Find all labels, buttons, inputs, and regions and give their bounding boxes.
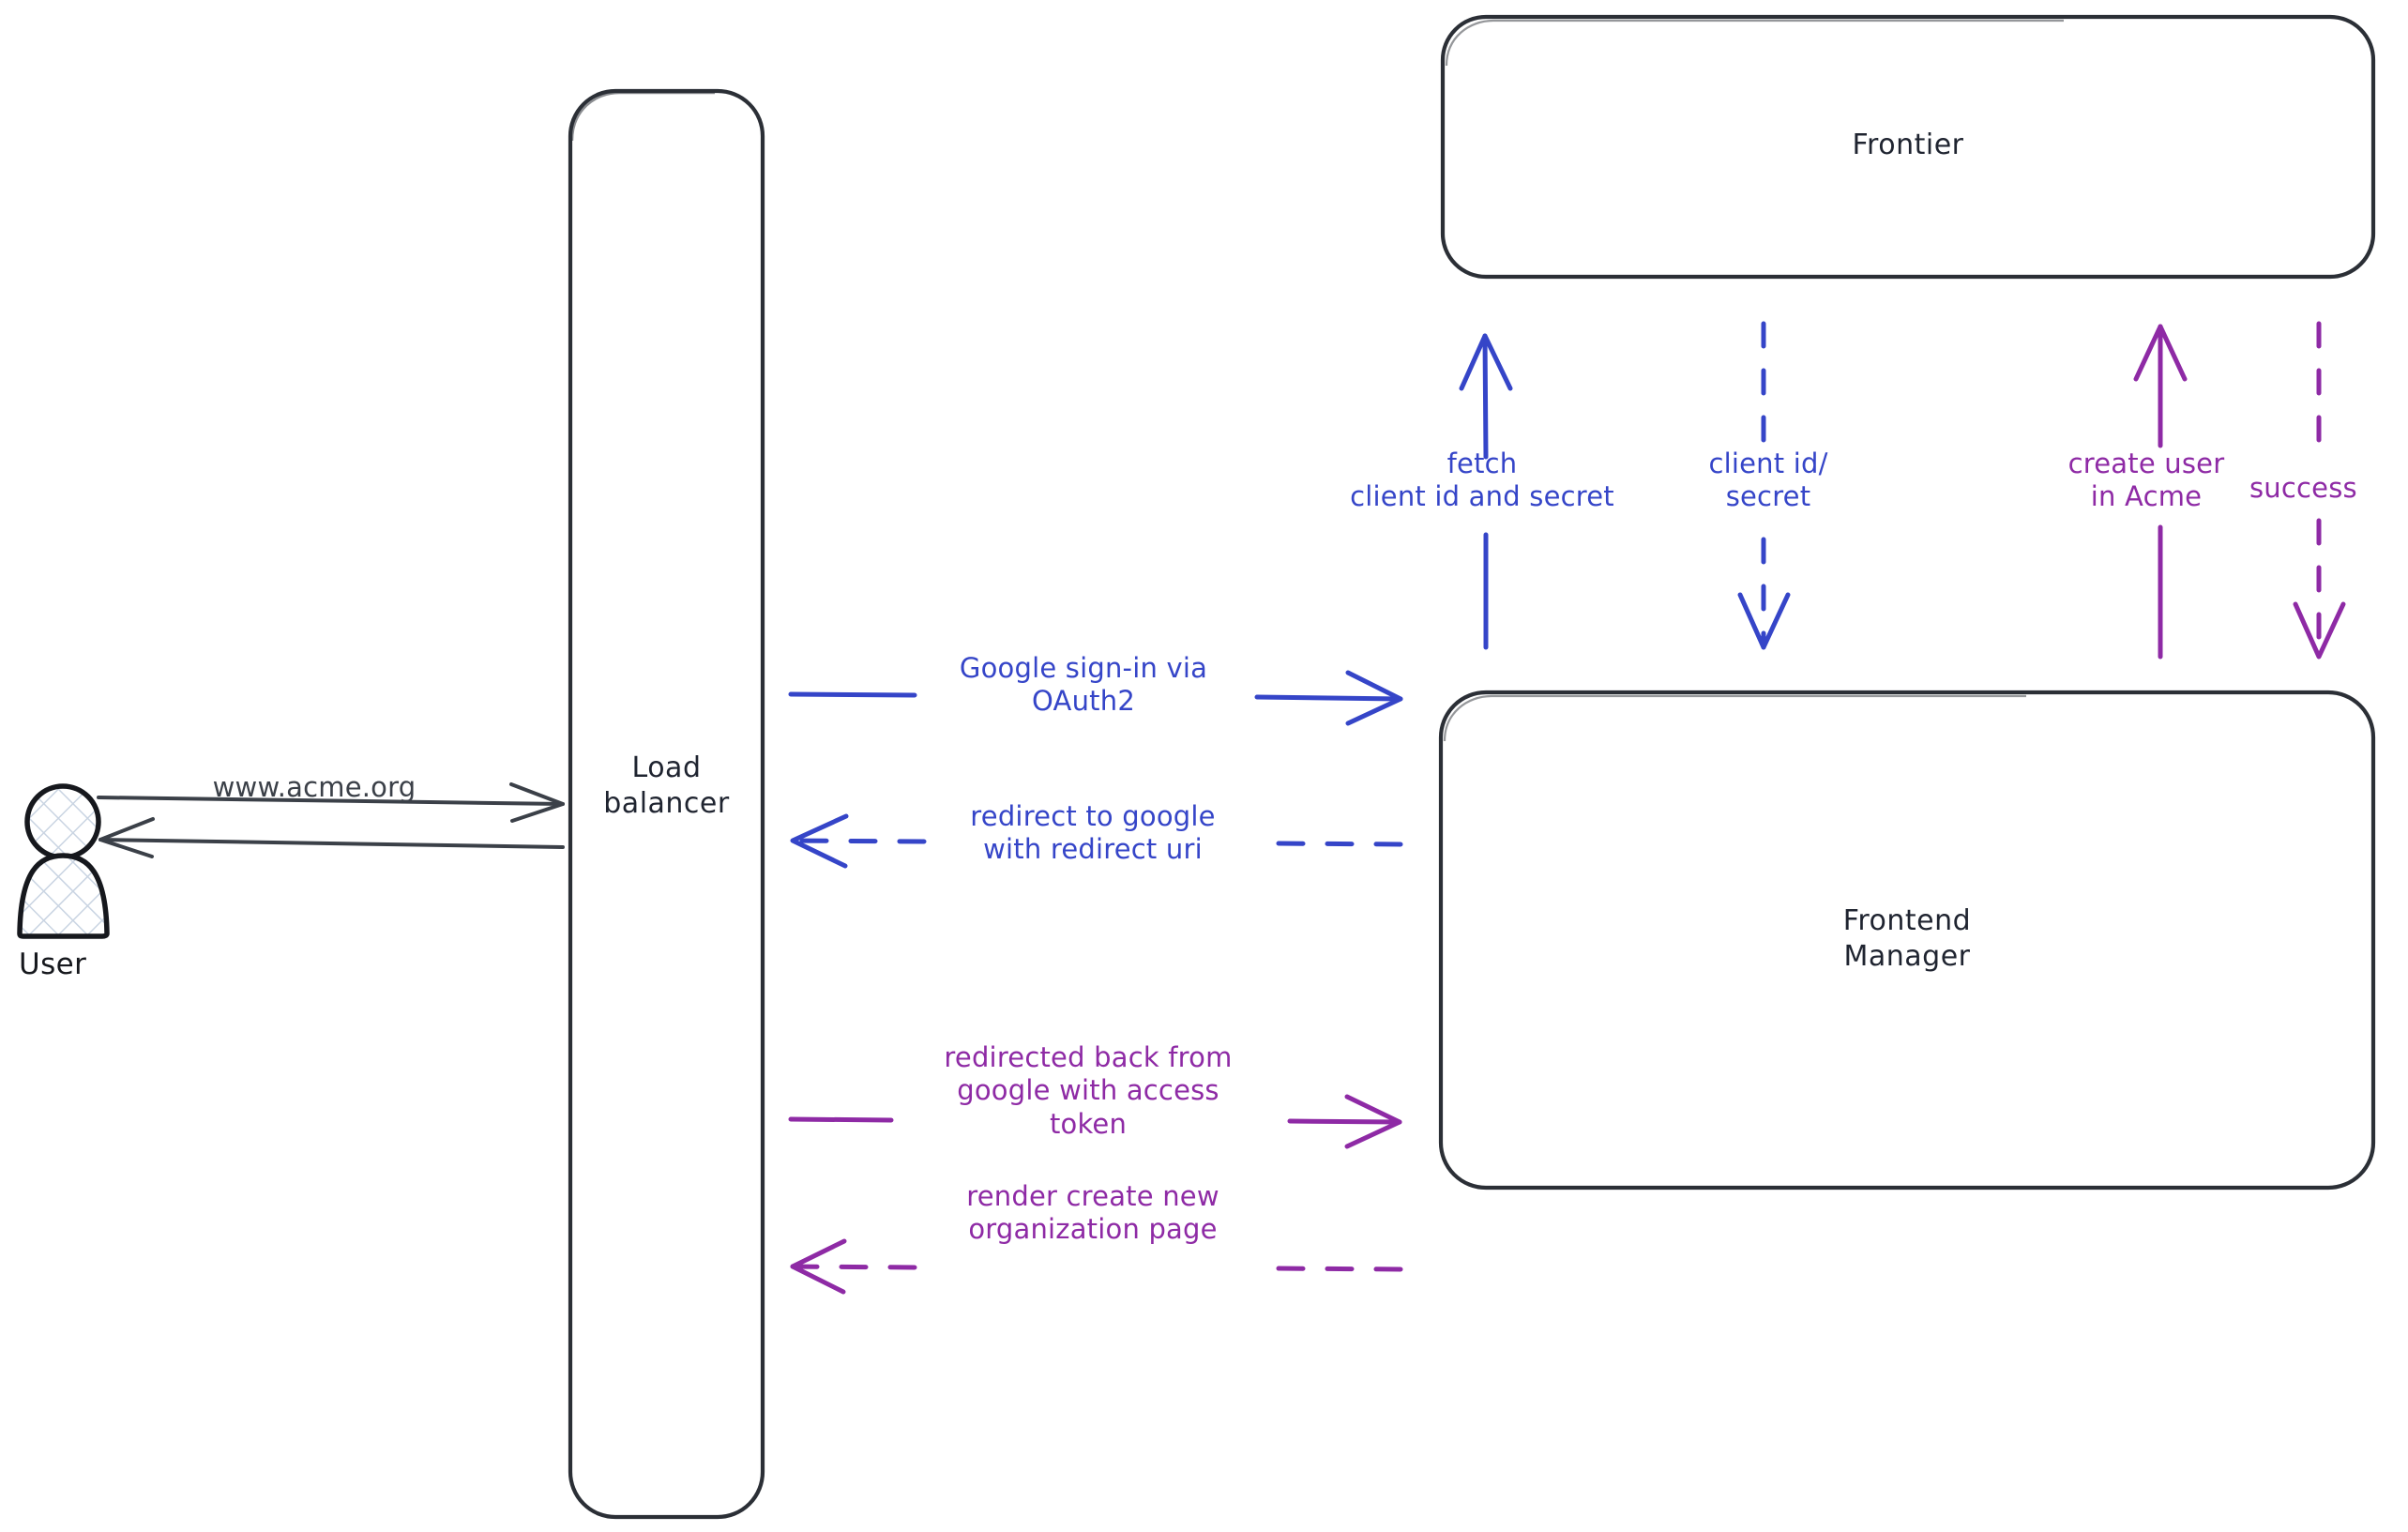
edge-label-google-signin: Google sign-in via OAuth2 [959,652,1208,718]
edge-label-fetch-client-id-secret: fetch client id and secret [1350,447,1614,513]
edge-label-render-create-org: render create new organization page [966,1180,1219,1246]
edge-user-to-lb-arrow [97,782,565,823]
edge-label-user-to-lb: www.acme.org [212,771,416,803]
edge-label-redirect-to-google: redirect to google with redirect uri [970,800,1216,866]
edge-label-create-user-in-acme: create user in Acme [2067,447,2225,513]
edge-lb-to-fm-signin-arrow [788,670,1403,726]
edge-fm-to-frontier-fetch-arrow [1459,333,1513,650]
actor-user-glyph [17,783,110,939]
edge-label-success: success [2249,472,2357,504]
edge-fm-to-lb-redirect-arrow [790,813,1403,869]
edge-fm-to-lb-render-arrow [790,1238,1403,1295]
node-frontier-shape[interactable] [1440,14,2376,280]
edge-fm-to-frontier-create-user-arrow [2133,324,2188,660]
edge-frontier-to-fm-success-arrow [2293,321,2346,660]
edge-label-client-id-secret: client id/ secret [1708,447,1828,513]
edge-frontier-to-fm-creds-arrow [1737,321,1791,650]
node-load-balancer-shape[interactable] [568,88,765,1520]
edge-label-redirected-back-token: redirected back from google with access … [944,1041,1233,1140]
edge-lb-to-fm-token-arrow [788,1094,1402,1149]
actor-user-label: User [19,948,87,981]
edge-lb-to-user-arrow [98,817,565,858]
node-frontend-manager-shape[interactable] [1438,690,2376,1191]
